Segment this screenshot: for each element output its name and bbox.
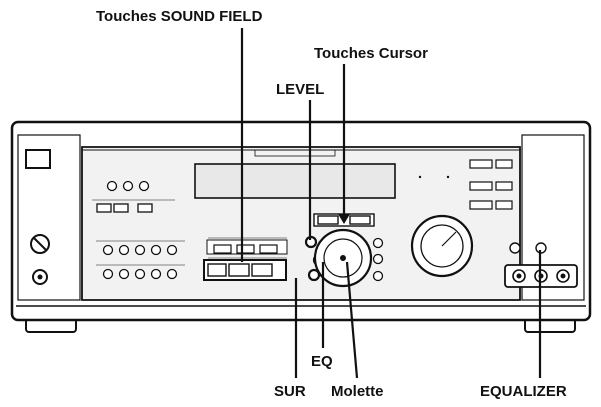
button[interactable] <box>372 270 384 282</box>
label-level: LEVEL <box>276 81 324 98</box>
right-panel-buttons <box>509 242 547 254</box>
receiver-body <box>10 120 592 333</box>
sound-field-button[interactable] <box>207 263 227 277</box>
button[interactable] <box>113 203 129 213</box>
label-sur: SUR <box>274 383 306 400</box>
cursor-right-button[interactable] <box>349 215 371 225</box>
power-button[interactable] <box>25 149 51 169</box>
button[interactable] <box>166 268 178 280</box>
button[interactable] <box>372 237 384 249</box>
button[interactable] <box>495 200 513 210</box>
label-eq: EQ <box>311 353 333 370</box>
sur-button[interactable] <box>307 268 321 282</box>
middle-left-buttons <box>102 244 178 280</box>
button[interactable] <box>495 159 513 169</box>
sound-field-button[interactable] <box>236 244 255 254</box>
sound-field-button[interactable] <box>259 244 278 254</box>
master-volume-knob[interactable] <box>410 214 474 278</box>
leader-lines <box>240 28 542 379</box>
button[interactable] <box>134 244 146 256</box>
sound-field-buttons <box>203 239 288 281</box>
button[interactable] <box>118 268 130 280</box>
button[interactable] <box>134 268 146 280</box>
button[interactable] <box>166 244 178 256</box>
leader-molette <box>345 261 359 379</box>
phones-jack[interactable] <box>32 269 48 285</box>
button[interactable] <box>469 159 493 169</box>
button[interactable] <box>372 253 384 265</box>
button[interactable] <box>469 200 493 210</box>
top-left-buttons <box>96 180 153 213</box>
label-cursor: Touches Cursor <box>314 45 428 62</box>
button[interactable] <box>138 180 150 192</box>
button[interactable] <box>102 268 114 280</box>
center-panel <box>81 146 521 301</box>
top-right-buttons <box>469 159 513 210</box>
button[interactable] <box>106 180 118 192</box>
speaker-selector-knob[interactable] <box>30 234 50 254</box>
label-sound-field: Touches SOUND FIELD <box>96 8 263 25</box>
button[interactable] <box>469 181 493 191</box>
button[interactable] <box>122 180 134 192</box>
sound-field-button[interactable] <box>213 244 232 254</box>
button[interactable] <box>137 203 153 213</box>
button[interactable] <box>150 244 162 256</box>
button[interactable] <box>118 244 130 256</box>
right-side-panel <box>521 134 585 301</box>
dial-side-buttons <box>372 237 384 282</box>
cursor-left-button[interactable] <box>317 215 339 225</box>
label-equalizer: EQUALIZER <box>480 383 567 400</box>
button[interactable] <box>96 203 112 213</box>
button[interactable] <box>509 242 521 254</box>
sound-field-button[interactable] <box>228 263 250 277</box>
label-molette: Molette <box>331 383 384 400</box>
sound-field-button[interactable] <box>251 263 273 277</box>
left-side-panel <box>17 134 81 301</box>
button[interactable] <box>150 268 162 280</box>
button[interactable] <box>102 244 114 256</box>
display-window <box>194 163 396 199</box>
button[interactable] <box>495 181 513 191</box>
